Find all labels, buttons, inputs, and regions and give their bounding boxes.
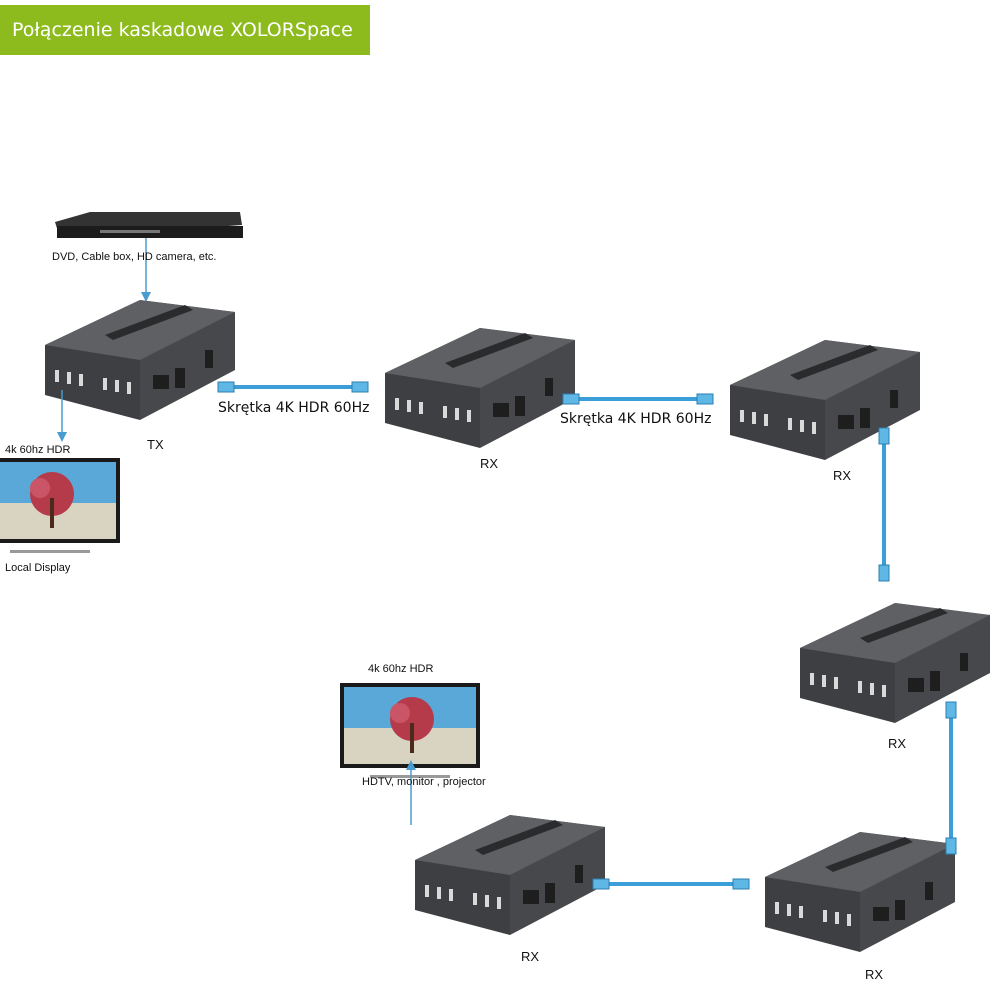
cable-label: Skrętka 4K HDR 60Hz bbox=[560, 411, 712, 427]
unit-role-label: RX bbox=[833, 468, 852, 483]
cable-rx1-rx2 bbox=[562, 393, 714, 405]
unit-role-label: RX bbox=[480, 456, 499, 471]
cable-label: Skrętka 4K HDR 60Hz bbox=[218, 400, 370, 416]
tx-extender-icon bbox=[45, 300, 235, 420]
local-display-caption: Local Display bbox=[5, 562, 71, 574]
rx-extender-icon bbox=[800, 603, 990, 723]
local-display-label: 4k 60hz HDR bbox=[5, 444, 71, 456]
unit-role-label: RX bbox=[521, 949, 540, 964]
rx-extender-icon bbox=[415, 815, 605, 935]
remote-display-caption: HDTV, monitor , projector bbox=[362, 776, 486, 788]
rx-extender-icon bbox=[730, 340, 920, 460]
unit-role-label: RX bbox=[888, 736, 907, 751]
cable-tx-rx1 bbox=[217, 381, 369, 393]
remote-display-label: 4k 60hz HDR bbox=[368, 663, 434, 675]
unit-role-label: RX bbox=[865, 967, 884, 982]
rx-extender-icon bbox=[385, 328, 575, 448]
page-title: Połączenie kaskadowe XOLORSpace bbox=[0, 5, 370, 55]
unit-role-label: TX bbox=[147, 437, 164, 452]
rx-extender-icon bbox=[765, 832, 955, 952]
local-display-tv-icon bbox=[0, 458, 120, 553]
cable-rx3-rx4 bbox=[945, 701, 957, 855]
cable-rx2-rx3 bbox=[878, 427, 890, 582]
source-caption: DVD, Cable box, HD camera, etc. bbox=[52, 251, 217, 263]
cable-rx4-rx5 bbox=[592, 878, 750, 890]
dvd-player-icon bbox=[55, 212, 243, 238]
